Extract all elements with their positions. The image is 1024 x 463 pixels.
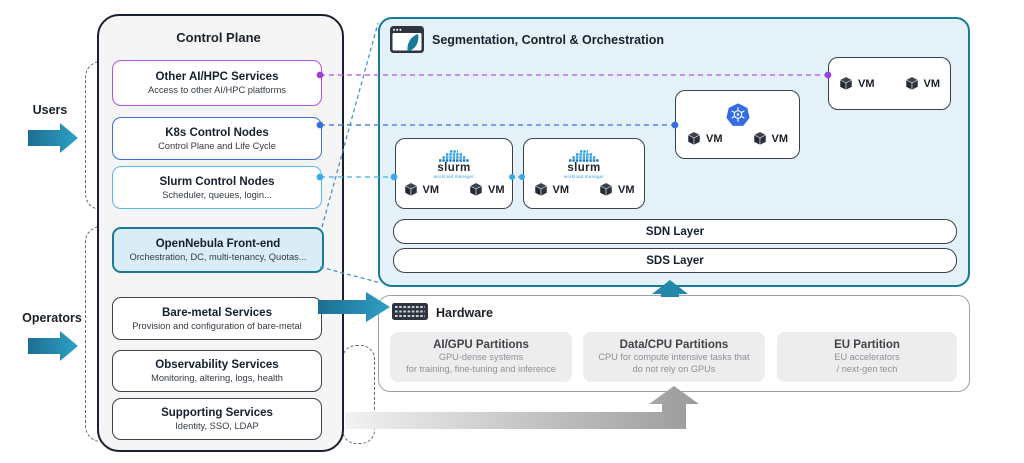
hardware-title: Hardware	[436, 306, 493, 320]
orchestration-window-icon	[390, 26, 424, 58]
vm-label: VM	[422, 183, 440, 196]
partition-desc: EU accelerators / next-gen tech	[834, 352, 900, 374]
service-subtitle: Access to other AI/HPC platforms	[148, 85, 286, 95]
service-k8s-control-nodes: K8s Control Nodes Control Plane and Life…	[112, 117, 322, 160]
control-plane-title: Control Plane	[176, 30, 261, 45]
vm-cube-icon	[469, 182, 483, 197]
vm-node: VM VM	[828, 57, 951, 110]
vm-row: VM VM	[839, 76, 940, 91]
service-title: Bare-metal Services	[162, 306, 272, 319]
service-slurm-control-nodes: Slurm Control Nodes Scheduler, queues, l…	[112, 166, 322, 209]
observability-supporting-group-bracket	[342, 345, 375, 444]
kubernetes-node: VM VM	[675, 90, 800, 159]
service-subtitle: Orchestration, DC, multi-tenancy, Quotas…	[129, 252, 307, 262]
vm-cube-icon	[687, 131, 701, 146]
opennebula-leaf-icon	[407, 34, 419, 52]
partition-data-cpu: Data/CPU Partitions CPU for compute inte…	[583, 332, 765, 382]
vm-label: VM	[488, 183, 505, 196]
vm-instance: VM	[687, 131, 723, 146]
vm-label: VM	[858, 77, 875, 90]
partition-ai-gpu: AI/GPU Partitions GPU-dense systems for …	[390, 332, 572, 382]
sds-layer-bar: SDS Layer	[393, 248, 957, 273]
segmentation-title: Segmentation, Control & Orchestration	[432, 33, 664, 47]
slurm-logo-tagline: workload manager	[433, 174, 475, 180]
sdn-layer-bar: SDN Layer	[393, 219, 957, 244]
vm-label: VM	[706, 132, 723, 145]
partition-eu: EU Partition EU accelerators / next-gen …	[777, 332, 957, 382]
service-subtitle: Scheduler, queues, login...	[162, 189, 272, 200]
users-arrow	[28, 123, 78, 153]
vm-cube-icon	[904, 76, 919, 91]
vm-row: VM VM	[533, 182, 635, 197]
vm-cube-icon	[839, 76, 853, 91]
operators-arrow	[28, 331, 78, 361]
supporting-services-to-hardware-arrow	[345, 386, 699, 429]
vm-cube-icon	[403, 182, 418, 197]
vm-row: VM VM	[687, 131, 788, 146]
service-subtitle: Control Plane and Life Cycle	[158, 140, 276, 151]
vm-cube-icon	[752, 131, 767, 146]
service-other-ai-hpc: Other AI/HPC Services Access to other AI…	[112, 60, 322, 106]
partition-desc: CPU for compute intensive tasks that do …	[598, 352, 750, 374]
slurm-logo-name: slurm	[437, 161, 471, 174]
slurm-logo-icon: slurm workload manager	[563, 149, 605, 180]
vm-label: VM	[618, 183, 635, 196]
service-title: Observability Services	[155, 359, 279, 371]
kubernetes-icon	[725, 103, 750, 126]
service-title: K8s Control Nodes	[165, 126, 269, 139]
slurm-node-2: slurm workload manager VM VM	[523, 138, 645, 209]
partition-title: EU Partition	[834, 339, 900, 351]
vm-label: VM	[552, 183, 570, 196]
partition-title: Data/CPU Partitions	[619, 339, 729, 351]
service-title: OpenNebula Front-end	[155, 238, 281, 250]
service-title: Supporting Services	[161, 407, 273, 419]
slurm-node-1: slurm workload manager VM VM	[395, 138, 513, 209]
vm-instance: VM	[839, 76, 875, 91]
service-title: Slurm Control Nodes	[159, 175, 275, 188]
vm-instance: VM	[469, 182, 505, 197]
service-title: Other AI/HPC Services	[155, 71, 279, 83]
vm-instance: VM	[752, 131, 789, 146]
service-supporting: Supporting Services Identity, SSO, LDAP	[112, 398, 322, 440]
vm-instance: VM	[599, 182, 635, 197]
service-subtitle: Identity, SSO, LDAP	[175, 421, 259, 431]
service-subtitle: Provision and configuration of bare-meta…	[132, 320, 302, 331]
service-bare-metal: Bare-metal Services Provision and config…	[112, 297, 322, 340]
vm-instance: VM	[904, 76, 941, 91]
vm-label: VM	[923, 77, 941, 90]
service-opennebula-frontend: OpenNebula Front-end Orchestration, DC, …	[112, 227, 324, 273]
slurm-logo-tagline: workload manager	[563, 174, 605, 180]
slurm-logo-name: slurm	[567, 161, 601, 174]
vm-cube-icon	[533, 182, 548, 197]
operators-label: Operators	[22, 311, 82, 325]
vm-row: VM VM	[403, 182, 505, 197]
vm-instance: VM	[533, 182, 570, 197]
partition-title: AI/GPU Partitions	[433, 339, 529, 351]
slurm-logo-icon: slurm workload manager	[433, 149, 475, 180]
partition-desc: GPU-dense systems for training, fine-tun…	[406, 352, 556, 374]
vm-label: VM	[771, 132, 789, 145]
users-label: Users	[32, 103, 68, 117]
server-rack-icon	[392, 303, 428, 325]
vm-cube-icon	[599, 182, 613, 197]
service-subtitle: Monitoring, altering, logs, health	[151, 373, 283, 383]
vm-instance: VM	[403, 182, 440, 197]
service-observability: Observability Services Monitoring, alter…	[112, 350, 322, 392]
